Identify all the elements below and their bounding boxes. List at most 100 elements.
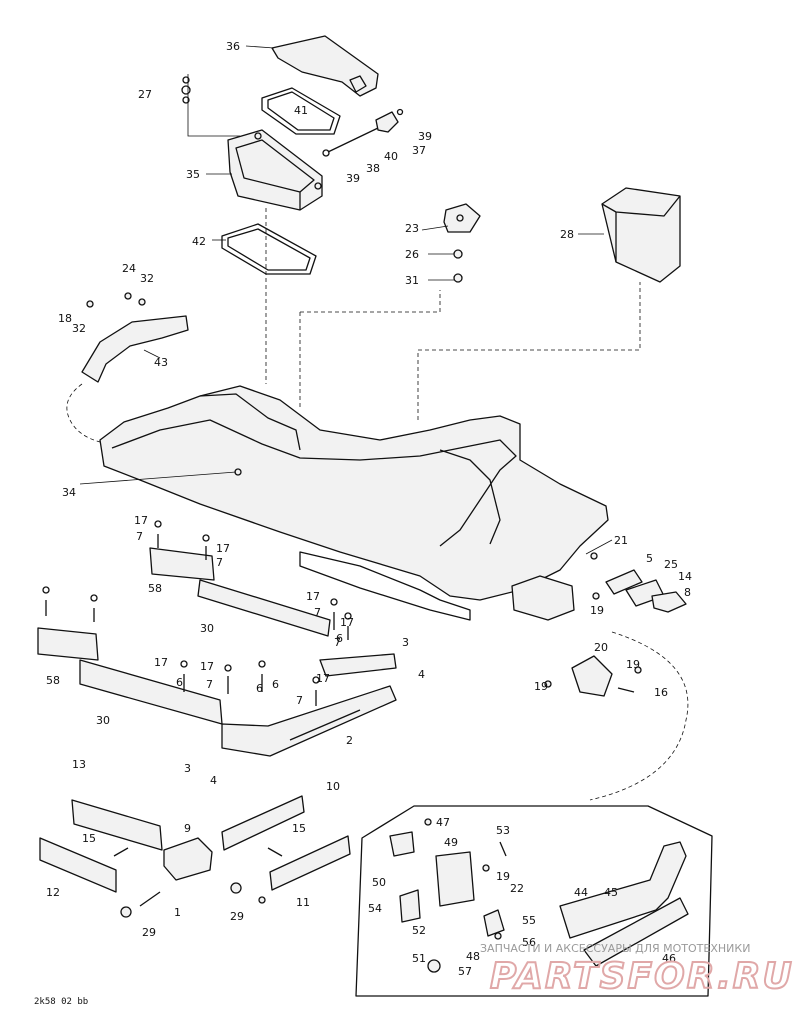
part-label-28: 28 (560, 228, 574, 241)
part-label-57: 57 (458, 965, 472, 978)
part-label-4: 4 (210, 774, 217, 787)
part-36-cover (271, 35, 379, 97)
part-label-29: 29 (142, 926, 156, 939)
part-label-7: 7 (314, 606, 321, 619)
part-label-50: 50 (372, 876, 386, 889)
part-label-12: 12 (46, 886, 60, 899)
part-label-7: 7 (206, 678, 213, 691)
watermark-brand: PARTSFOR.RU (490, 956, 794, 997)
part-label-27: 27 (138, 88, 152, 101)
part-label-18: 18 (58, 312, 72, 325)
part-label-15: 15 (292, 822, 306, 835)
part-hull (99, 385, 609, 621)
part-label-25: 25 (664, 558, 678, 571)
part-label-58: 58 (46, 674, 60, 687)
fastener-set (42, 520, 352, 706)
part-label-39: 39 (346, 172, 360, 185)
dashed-connectors (66, 208, 689, 801)
part-label-8: 8 (684, 586, 691, 599)
part-20-connector (544, 655, 642, 697)
part-10-rail (221, 795, 305, 851)
part-label-7: 7 (136, 530, 143, 543)
part-13-rail (71, 799, 163, 851)
part-label-17: 17 (134, 514, 148, 527)
part-label-48: 48 (466, 950, 480, 963)
part-label-6: 6 (336, 632, 343, 645)
part-label-56: 56 (522, 936, 536, 949)
part-label-4: 4 (418, 668, 425, 681)
part-label-54: 54 (368, 902, 382, 915)
part-label-1: 1 (174, 906, 181, 919)
part-9-bracket (163, 837, 213, 881)
part-41-gasket (261, 87, 341, 135)
part-label-6: 6 (176, 676, 183, 689)
part-5-25-plate (592, 569, 687, 613)
part-label-15: 15 (82, 832, 96, 845)
part-label-40: 40 (384, 150, 398, 163)
part-2-skeg (221, 685, 397, 757)
part-label-6: 6 (272, 678, 279, 691)
figure-code: 2k58 02 bb (34, 997, 88, 1007)
watermark-line: ЗАПЧАСТИ И АКСЕССУАРЫ ДЛЯ МОТОТЕХНИКИ (480, 942, 750, 955)
part-label-14: 14 (678, 570, 692, 583)
part-58-pad-upper (149, 547, 215, 581)
part-35-storage-bin (227, 129, 323, 211)
part-label-39: 39 (418, 130, 432, 143)
part-label-49: 49 (444, 836, 458, 849)
part-label-30: 30 (200, 622, 214, 635)
part-43-handle (81, 292, 189, 383)
part-label-26: 26 (405, 248, 419, 261)
part-label-22: 22 (510, 882, 524, 895)
part-30-strip-upper (197, 579, 331, 637)
part-label-32: 32 (72, 322, 86, 335)
part-label-35: 35 (186, 168, 200, 181)
part-label-16: 16 (654, 686, 668, 699)
part-28-bin (601, 187, 681, 283)
leader-lines (79, 45, 613, 555)
part-label-3: 3 (402, 636, 409, 649)
part-label-13: 13 (72, 758, 86, 771)
part-label-17: 17 (316, 672, 330, 685)
part-label-17: 17 (306, 590, 320, 603)
part-label-2: 2 (346, 734, 353, 747)
part-label-46: 46 (662, 952, 676, 965)
part-label-53: 53 (496, 824, 510, 837)
part-42-gasket (221, 223, 317, 275)
part-label-52: 52 (412, 924, 426, 937)
part-label-17: 17 (154, 656, 168, 669)
part-label-19: 19 (534, 680, 548, 693)
part-label-17: 17 (216, 542, 230, 555)
part-label-31: 31 (405, 274, 419, 287)
part-label-44: 44 (574, 886, 588, 899)
part-label-29: 29 (230, 910, 244, 923)
part-label-7: 7 (216, 556, 223, 569)
part-label-43: 43 (154, 356, 168, 369)
part-label-17: 17 (200, 660, 214, 673)
part-label-11: 11 (296, 896, 310, 909)
part-label-41: 41 (294, 104, 308, 117)
part-label-38: 38 (366, 162, 380, 175)
part-label-9: 9 (184, 822, 191, 835)
part-label-34: 34 (62, 486, 76, 499)
part-label-42: 42 (192, 235, 206, 248)
part-label-10: 10 (326, 780, 340, 793)
part-label-19: 19 (590, 604, 604, 617)
part-label-6: 6 (256, 682, 263, 695)
part-37-40-latch (322, 108, 404, 157)
part-label-20: 20 (594, 641, 608, 654)
part-label-5: 5 (646, 552, 653, 565)
inset-box (355, 805, 713, 997)
part-label-37: 37 (412, 144, 426, 157)
part-label-7: 7 (296, 694, 303, 707)
part-label-58: 58 (148, 582, 162, 595)
part-23-bracket (443, 203, 481, 283)
small-parts-lower (113, 847, 283, 918)
watermark: ЗАПЧАСТИ И АКСЕССУАРЫ ДЛЯ МОТОТЕХНИКИ PA… (480, 942, 794, 998)
part-label-17: 17 (340, 616, 354, 629)
part-label-51: 51 (412, 952, 426, 965)
part-label-30: 30 (96, 714, 110, 727)
part-label-47: 47 (436, 816, 450, 829)
part-12-rail (39, 837, 117, 893)
